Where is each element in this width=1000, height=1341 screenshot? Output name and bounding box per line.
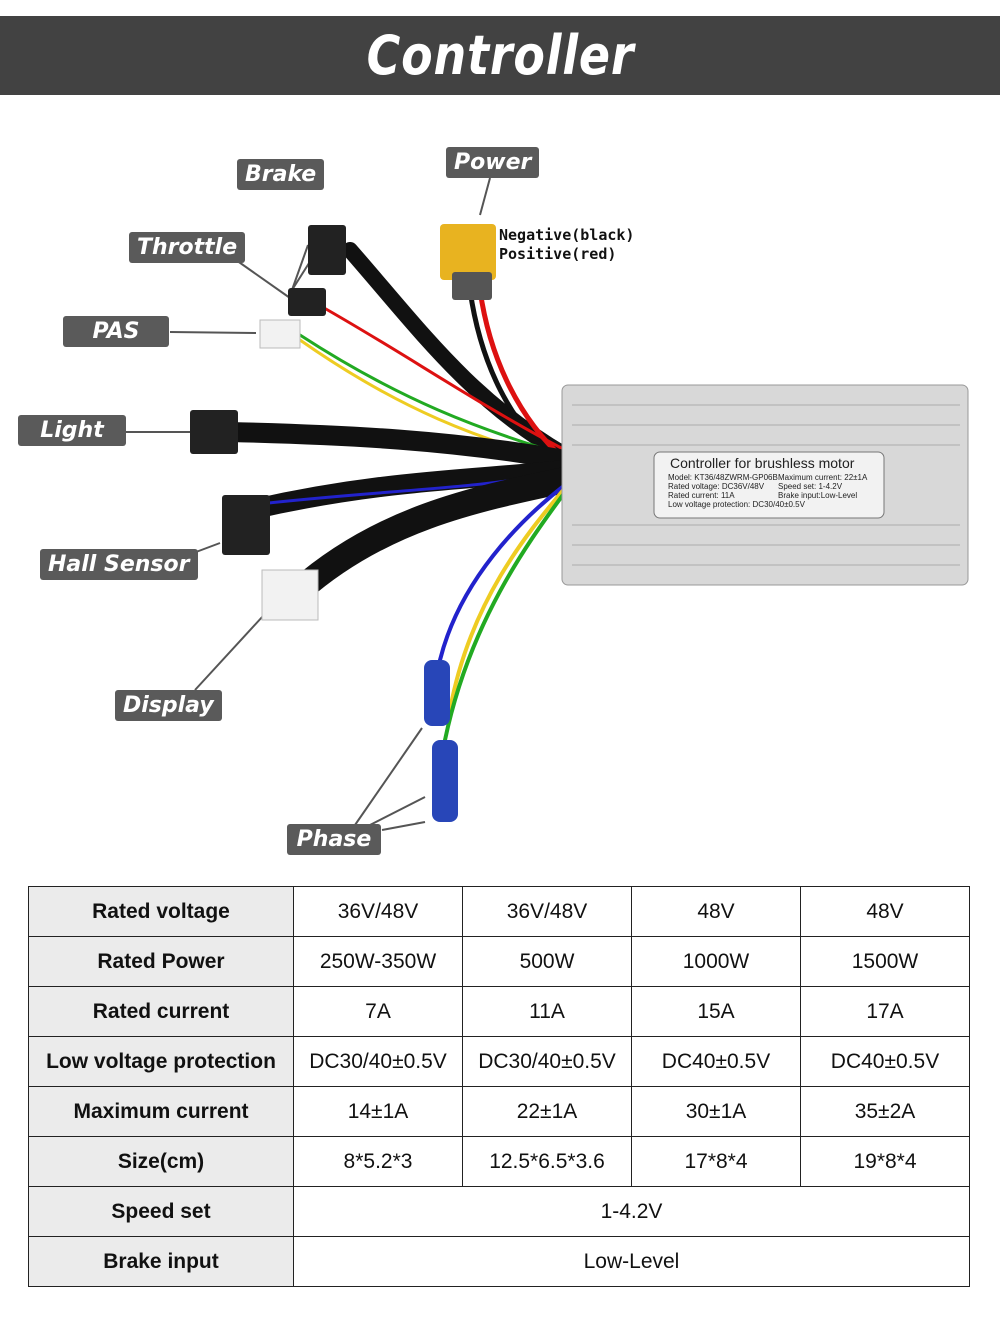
table-cell: 48V — [800, 886, 970, 937]
table-cell: 1-4.2V — [293, 1186, 970, 1237]
row-header: Rated voltage — [28, 886, 294, 937]
controller-illustration — [126, 177, 969, 831]
device-label-title: Controller for brushless motor — [670, 455, 855, 471]
table-cell: 19*8*4 — [800, 1136, 970, 1187]
table-cell: 36V/48V — [293, 886, 463, 937]
connectors — [190, 224, 496, 822]
table-cell: 1500W — [800, 936, 970, 987]
table-cell: DC30/40±0.5V — [462, 1036, 632, 1087]
table-cell: 250W-350W — [293, 936, 463, 987]
table-cell: 35±2A — [800, 1086, 970, 1137]
label-phase: Phase — [287, 824, 381, 855]
table-cell: 7A — [293, 986, 463, 1037]
label-light: Light — [18, 415, 126, 446]
row-header: Brake input — [28, 1236, 294, 1287]
row-header: Size(cm) — [28, 1136, 294, 1187]
table-cell: 500W — [462, 936, 632, 987]
table-cell: DC30/40±0.5V — [293, 1036, 463, 1087]
row-header: Rated current — [28, 986, 294, 1037]
table-cell: 17*8*4 — [631, 1136, 801, 1187]
table-cell: 11A — [462, 986, 632, 1037]
row-header: Maximum current — [28, 1086, 294, 1137]
table-cell: 1000W — [631, 936, 801, 987]
wires — [220, 242, 578, 742]
row-header: Low voltage protection — [28, 1036, 294, 1087]
leader-lines — [126, 177, 491, 831]
page-title: Controller — [366, 24, 634, 87]
device-label-left: Model: KT36/48ZWRM-GP06B Rated voltage: … — [668, 473, 805, 509]
label-hall-sensor: Hall Sensor — [40, 549, 198, 580]
table-cell: 17A — [800, 986, 970, 1037]
power-note: Negative(black)Positive(red) — [499, 226, 635, 263]
table-cell: DC40±0.5V — [800, 1036, 970, 1087]
row-header: Speed set — [28, 1186, 294, 1237]
table-cell: 14±1A — [293, 1086, 463, 1137]
table-cell: Low-Level — [293, 1236, 970, 1287]
device-label-right: Maximum current: 22±1A Speed set: 1-4.2V… — [778, 473, 868, 500]
title-banner: Controller — [0, 16, 1000, 95]
label-pas: PAS — [63, 316, 169, 347]
label-power: Power — [446, 147, 540, 178]
label-display: Display — [115, 690, 222, 721]
table-cell: 36V/48V — [462, 886, 632, 937]
table-cell: 22±1A — [462, 1086, 632, 1137]
label-brake: Brake — [237, 159, 325, 190]
table-cell: 15A — [631, 986, 801, 1037]
table-cell: DC40±0.5V — [631, 1036, 801, 1087]
table-cell: 30±1A — [631, 1086, 801, 1137]
label-throttle: Throttle — [129, 232, 246, 263]
controller-box — [561, 384, 969, 586]
table-cell: 8*5.2*3 — [293, 1136, 463, 1187]
table-cell: 48V — [631, 886, 801, 937]
row-header: Rated Power — [28, 936, 294, 987]
table-cell: 12.5*6.5*3.6 — [462, 1136, 632, 1187]
